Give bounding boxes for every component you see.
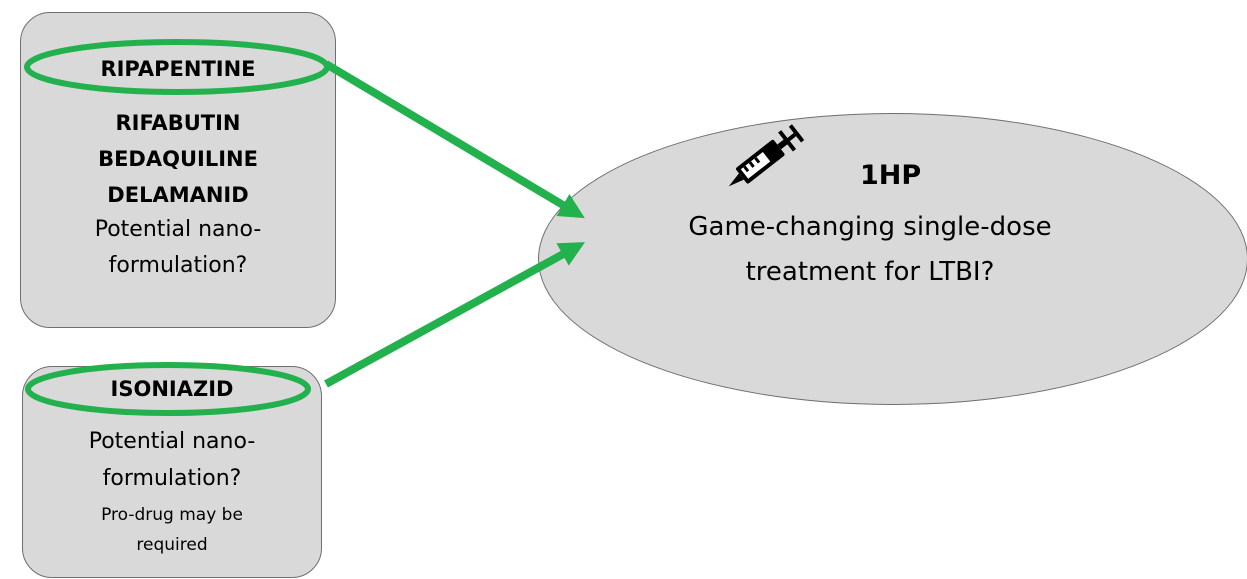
drug-label-isoniazid: ISONIAZID	[110, 377, 234, 401]
syringe-icon	[728, 124, 805, 187]
target-line1: Game-changing single-dose	[688, 212, 1052, 242]
target-title: 1HP	[860, 160, 922, 191]
box2-small-line2: required	[136, 535, 208, 555]
box1-note-line2: formulation?	[108, 253, 248, 278]
drug-box-isoniazid: ISONIAZID Potential nano- formulation? P…	[22, 366, 322, 578]
drug-label-bedaquiline: BEDAQUILINE	[98, 147, 258, 171]
box2-note-line1: Potential nano-	[88, 429, 256, 454]
drug-label-delamanid: DELAMANID	[107, 183, 249, 207]
box2-note-line2: formulation?	[102, 466, 242, 491]
box2-small-line1: Pro-drug may be	[101, 505, 243, 525]
target-ellipse-1hp	[538, 113, 1247, 405]
drug-label-ripapentine: RIPAPENTINE	[100, 57, 256, 81]
target-line2: treatment for LTBI?	[745, 257, 995, 287]
drug-box-rifamycins: RIPAPENTINE RIFABUTIN BEDAQUILINE DELAMA…	[20, 12, 336, 328]
drug-label-rifabutin: RIFABUTIN	[115, 111, 241, 135]
box1-note-line1: Potential nano-	[94, 217, 262, 242]
arrow-ripapentine-to-1hp	[323, 60, 585, 219]
